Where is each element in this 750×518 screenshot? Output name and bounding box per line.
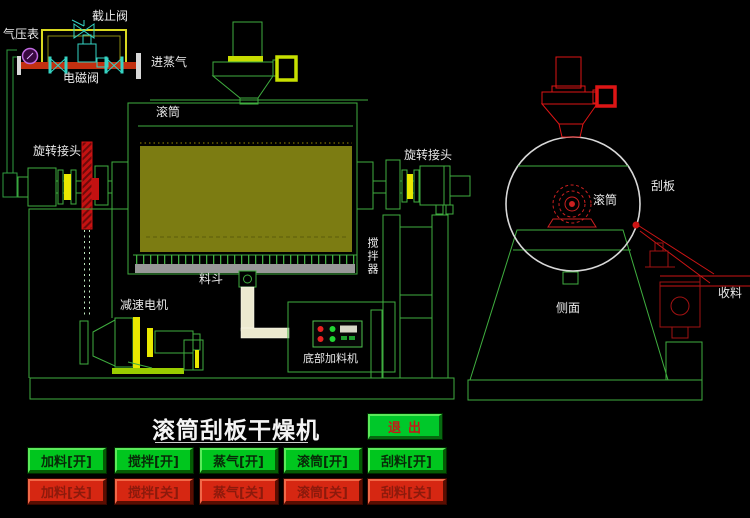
drum-on-button[interactable]: 滚筒[开]: [284, 448, 362, 473]
dryer-side-view: [467, 56, 750, 401]
scraper-and-chute: [632, 221, 750, 287]
agitate-on-button[interactable]: 搅拌[开]: [115, 448, 193, 473]
mini-display: [340, 325, 357, 333]
steam-on-button[interactable]: 蒸气[开]: [200, 448, 278, 473]
pipe-valve-icons: [48, 56, 124, 74]
gear-motor-assembly: [79, 317, 204, 374]
page-title: 滚筒刮板干燥机: [152, 418, 320, 444]
red-led: [317, 326, 324, 332]
solenoid-valve-icon: [77, 34, 109, 68]
green-led: [329, 336, 336, 342]
steam-off-button[interactable]: 蒸气[关]: [200, 479, 278, 504]
drum-label-side: 滚筒: [593, 193, 618, 207]
rotary-joint-right-assembly: [373, 159, 471, 215]
pressure-gauge-label: 气压表: [3, 27, 40, 41]
stop-valve-label: 截止阀: [92, 9, 129, 23]
top-feeder: [211, 21, 298, 105]
side-view-label: 侧面: [556, 301, 581, 315]
solenoid-valve-label: 电磁阀: [63, 71, 100, 85]
agitate-off-button[interactable]: 搅拌[关]: [115, 479, 193, 504]
scrape-on-button[interactable]: 刮料[开]: [368, 448, 446, 473]
drum-axle-rings: [547, 184, 597, 228]
steam-inlet-label: 进蒸气: [151, 55, 188, 69]
scrape-off-button[interactable]: 刮料[关]: [368, 479, 446, 504]
rotary-joint-right-label: 旋转接头: [404, 148, 453, 162]
drum-material-fill: [140, 146, 352, 252]
hopper-label: 料斗: [199, 272, 224, 286]
pressure-gauge-icon: [21, 47, 39, 65]
hopper-and-discharge-pipe: [238, 270, 290, 339]
agitator-label: 搅拌器: [366, 237, 379, 276]
collect-label: 收料: [718, 286, 743, 300]
bottom-feeder-control-box: [287, 301, 396, 373]
steam-piping-diagram: [2, 19, 141, 198]
red-led: [317, 336, 324, 342]
drum-off-button[interactable]: 滚筒[关]: [284, 479, 362, 504]
side-feeder-red: [540, 56, 617, 138]
feed-off-button[interactable]: 加料[关]: [28, 479, 106, 504]
bottom-feeder-label: 底部加料机: [303, 352, 358, 365]
gear-motor-label: 减速电机: [120, 298, 169, 312]
machine-stands: [28, 208, 455, 400]
title-underline: [155, 442, 308, 443]
dryer-front-view: [17, 21, 471, 400]
rotary-joint-left-label: 旋转接头: [33, 144, 82, 158]
collector-roller-mechanism: [645, 242, 701, 339]
feed-on-button[interactable]: 加料[开]: [28, 448, 106, 473]
exit-button[interactable]: 退出: [368, 414, 442, 439]
green-led: [329, 326, 336, 332]
drum-label-front: 滚筒: [156, 105, 181, 119]
scraper-label: 刮板: [651, 179, 676, 193]
rotary-joint-left-assembly: [17, 141, 112, 318]
